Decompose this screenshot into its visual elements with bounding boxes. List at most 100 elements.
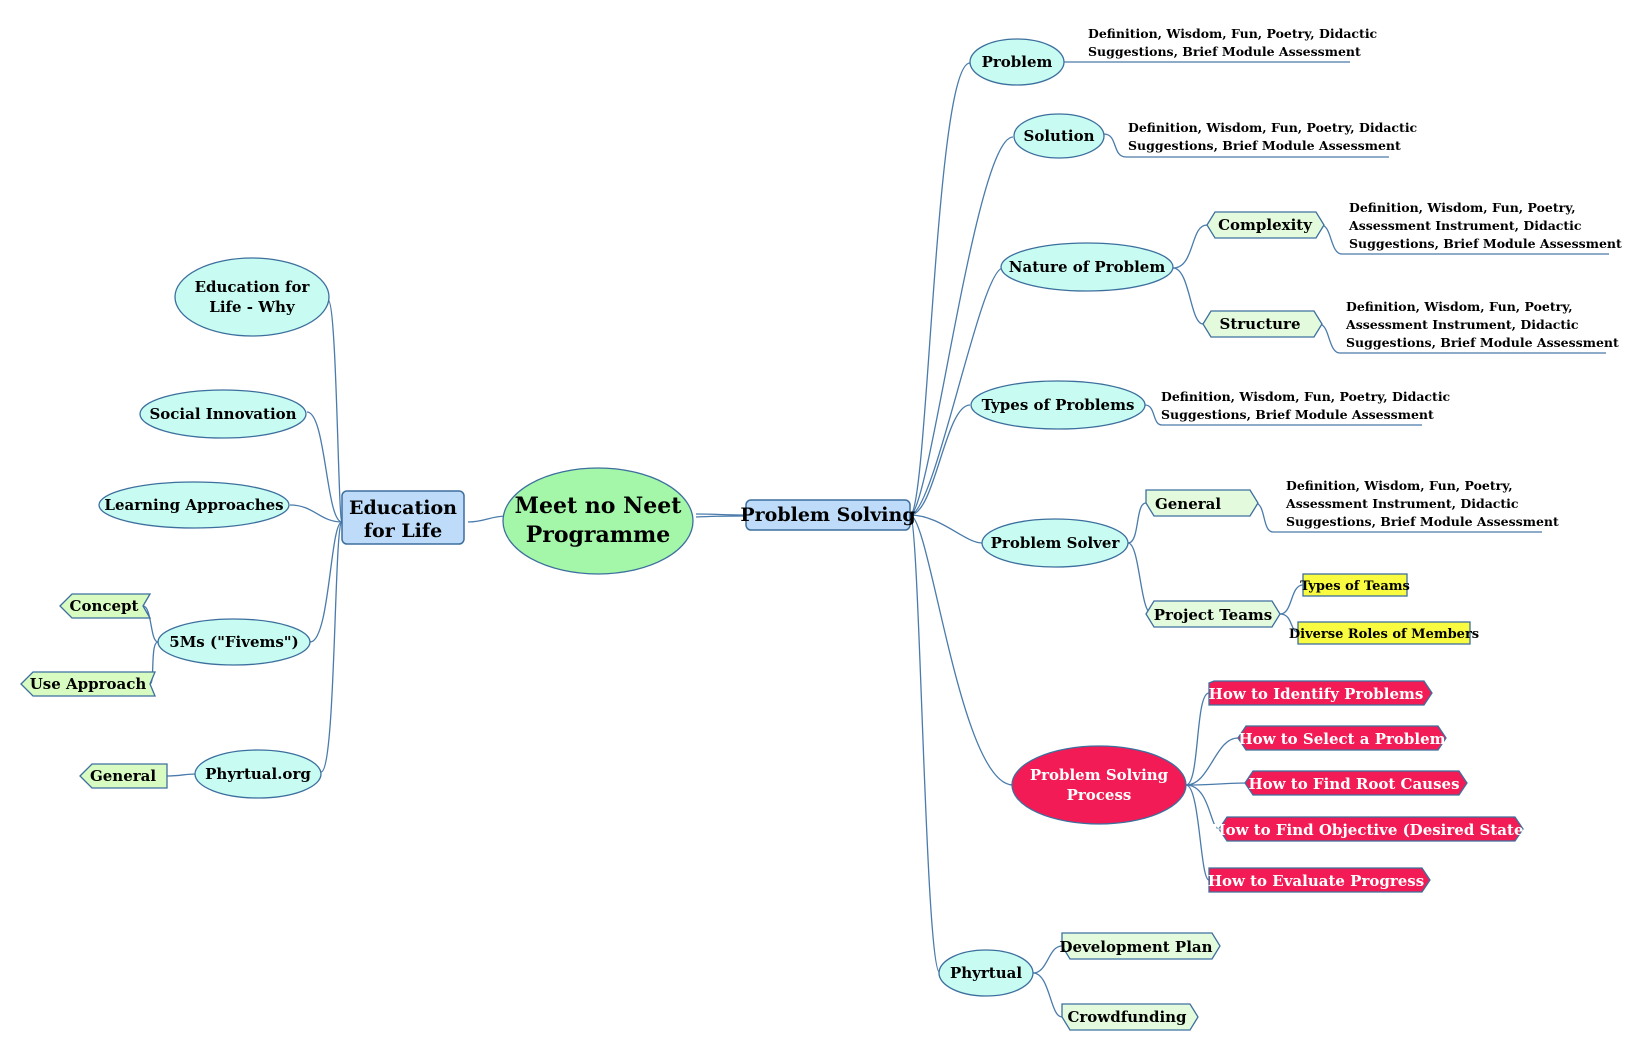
structure-label: Structure xyxy=(1220,315,1301,333)
problem-solving-process-node[interactable]: Problem Solving Process xyxy=(1011,745,1187,825)
fivems-label: 5Ms ("Fivems") xyxy=(169,633,298,651)
central-topic[interactable]: Meet no Neet Programme xyxy=(502,467,694,575)
problem-solving-label: Problem Solving xyxy=(740,504,915,526)
how-select-label: How to Select a Problem xyxy=(1238,730,1445,748)
phyrtual-node[interactable]: Phyrtual xyxy=(938,949,1034,997)
how-objective-label: How to Find Objective (Desired State) xyxy=(1211,821,1530,839)
types-note-line1: Definition, Wisdom, Fun, Poetry, Didacti… xyxy=(1161,389,1451,404)
education-for-life-line1: Education xyxy=(349,497,457,519)
development-plan-tag[interactable]: Development Plan xyxy=(1059,932,1221,960)
link-problem xyxy=(909,62,971,516)
phyrtual-org-node[interactable]: Phyrtual.org xyxy=(194,749,322,799)
link-types-of-teams xyxy=(1279,584,1304,615)
how-identify-label: How to Identify Problems xyxy=(1209,685,1424,703)
diverse-roles-label: Diverse Roles of Members xyxy=(1289,627,1479,642)
use-approach-tag[interactable]: Use Approach xyxy=(20,671,156,697)
central-topic-line1: Meet no Neet xyxy=(515,493,683,519)
problem-note-line2: Suggestions, Brief Module Assessment xyxy=(1088,44,1361,59)
problem-solver-node[interactable]: Problem Solver xyxy=(981,518,1129,568)
link-central-problem-solving xyxy=(695,513,747,516)
general-tag[interactable]: General xyxy=(1145,489,1259,517)
link-concept xyxy=(142,605,159,643)
link-phyrtual-org xyxy=(320,521,343,773)
learning-approaches-label: Learning Approaches xyxy=(104,496,283,514)
central-topic-line2: Programme xyxy=(526,522,671,548)
link-how-root xyxy=(1185,782,1246,786)
problem-label: Problem xyxy=(982,53,1053,71)
types-note-line2: Suggestions, Brief Module Assessment xyxy=(1161,407,1434,422)
phyrtual-org-general-label: General xyxy=(90,767,156,785)
crowdfunding-label: Crowdfunding xyxy=(1067,1008,1187,1026)
link-how-select xyxy=(1185,737,1239,786)
link-general xyxy=(1127,502,1147,544)
phyrtual-org-label: Phyrtual.org xyxy=(205,765,311,783)
link-nature xyxy=(909,267,1004,516)
process-line2: Process xyxy=(1067,786,1132,804)
structure-note-line3: Suggestions, Brief Module Assessment xyxy=(1346,335,1619,350)
how-objective-tag[interactable]: How to Find Objective (Desired State) xyxy=(1211,816,1531,842)
types-of-problems-label: Types of Problems xyxy=(982,396,1135,414)
complexity-label: Complexity xyxy=(1218,216,1313,234)
fivems-node[interactable]: 5Ms ("Fivems") xyxy=(157,618,311,666)
link-structure xyxy=(1172,267,1204,325)
social-innovation-label: Social Innovation xyxy=(149,405,296,423)
structure-note-line1: Definition, Wisdom, Fun, Poetry, xyxy=(1346,299,1573,314)
link-diverse-roles xyxy=(1279,613,1299,633)
types-of-teams-label: Types of Teams xyxy=(1300,579,1410,594)
link-problem-solver xyxy=(909,514,983,544)
general-label: General xyxy=(1155,495,1221,513)
nature-of-problem-node[interactable]: Nature of Problem xyxy=(1000,242,1174,292)
complexity-note-line3: Suggestions, Brief Module Assessment xyxy=(1349,236,1622,251)
problem-note-line1: Definition, Wisdom, Fun, Poetry, Didacti… xyxy=(1088,26,1378,41)
problem-node[interactable]: Problem xyxy=(969,38,1065,86)
education-for-life-why-node[interactable]: Education for Life - Why xyxy=(174,257,330,337)
link-social-innovation xyxy=(306,411,343,523)
development-plan-label: Development Plan xyxy=(1059,938,1212,956)
types-of-teams-box[interactable]: Types of Teams xyxy=(1300,573,1410,597)
general-note-line2: Assessment Instrument, Didactic xyxy=(1285,496,1519,511)
link-development-plan xyxy=(1032,945,1063,974)
link-edu-why xyxy=(327,299,343,523)
link-learning-approaches xyxy=(289,504,343,523)
learning-approaches-node[interactable]: Learning Approaches xyxy=(98,481,290,529)
general-note-line3: Suggestions, Brief Module Assessment xyxy=(1286,514,1559,529)
how-identify-tag[interactable]: How to Identify Problems xyxy=(1208,680,1433,706)
solution-note-line2: Suggestions, Brief Module Assessment xyxy=(1128,138,1401,153)
link-solution xyxy=(909,136,1014,516)
process-line1: Problem Solving xyxy=(1030,766,1169,784)
link-phyrtual xyxy=(909,514,941,974)
complexity-tag[interactable]: Complexity xyxy=(1206,211,1325,239)
complexity-note-line1: Definition, Wisdom, Fun, Poetry, xyxy=(1349,200,1576,215)
solution-node[interactable]: Solution xyxy=(1013,113,1105,159)
social-innovation-node[interactable]: Social Innovation xyxy=(139,389,307,439)
structure-note-line2: Assessment Instrument, Didactic xyxy=(1345,317,1579,332)
link-fivems xyxy=(309,521,343,643)
structure-tag[interactable]: Structure xyxy=(1202,310,1323,338)
project-teams-tag[interactable]: Project Teams xyxy=(1145,600,1281,628)
education-for-life-node[interactable]: Education for Life xyxy=(341,490,465,545)
how-evaluate-tag[interactable]: How to Evaluate Progress xyxy=(1208,867,1431,893)
how-root-label: How to Find Root Causes xyxy=(1248,775,1459,793)
link-how-evaluate xyxy=(1185,784,1210,881)
note-line-solution xyxy=(1103,133,1389,158)
connectors xyxy=(142,61,1609,1018)
diverse-roles-box[interactable]: Diverse Roles of Members xyxy=(1289,621,1479,645)
general-note-line1: Definition, Wisdom, Fun, Poetry, xyxy=(1286,478,1513,493)
link-how-objective xyxy=(1185,784,1220,830)
problem-solving-node[interactable]: Problem Solving xyxy=(740,499,916,531)
edu-why-line2: Life - Why xyxy=(209,298,296,316)
how-select-tag[interactable]: How to Select a Problem xyxy=(1237,725,1447,751)
use-approach-label: Use Approach xyxy=(30,675,147,693)
nature-of-problem-label: Nature of Problem xyxy=(1009,258,1166,276)
link-crowdfunding xyxy=(1032,972,1063,1018)
link-project-teams xyxy=(1127,542,1153,615)
crowdfunding-tag[interactable]: Crowdfunding xyxy=(1061,1003,1199,1031)
link-complexity xyxy=(1172,224,1208,269)
types-of-problems-node[interactable]: Types of Problems xyxy=(970,380,1146,430)
how-root-tag[interactable]: How to Find Root Causes xyxy=(1244,770,1468,796)
concept-tag[interactable]: Concept xyxy=(59,593,152,619)
link-phyrtual-org-general xyxy=(166,773,197,777)
phyrtual-org-general-tag[interactable]: General xyxy=(79,763,168,789)
concept-label: Concept xyxy=(70,597,139,615)
